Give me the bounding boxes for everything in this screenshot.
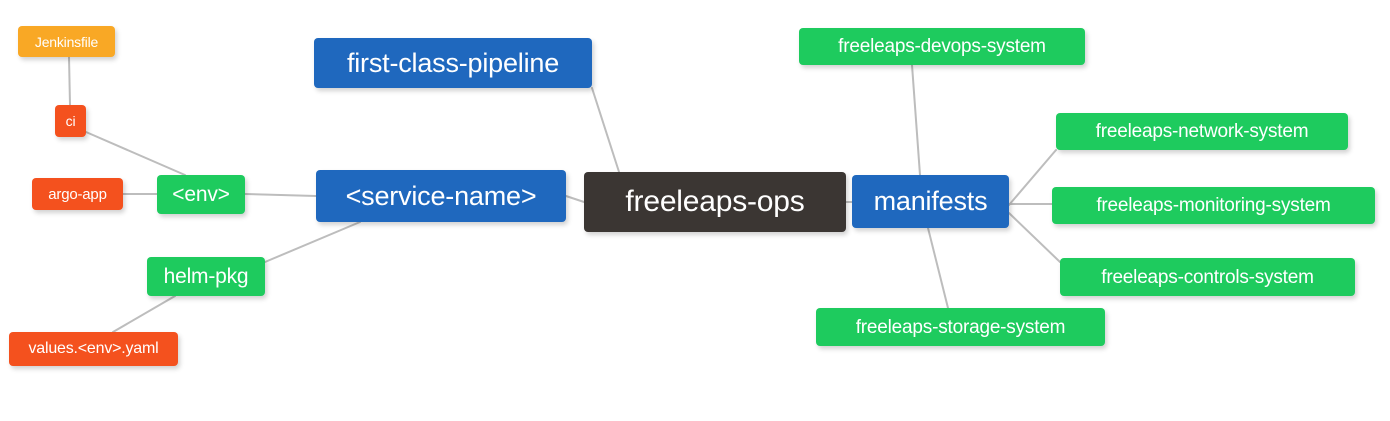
mindmap-node-freeleaps-monitoring-system[interactable]: freeleaps-monitoring-system (1052, 187, 1375, 224)
mindmap-node-freeleaps-devops-system[interactable]: freeleaps-devops-system (799, 28, 1085, 65)
edge-helm-pkg-to-values-env-yaml (112, 295, 176, 333)
mindmap-node-env[interactable]: <env> (157, 175, 245, 214)
mindmap-node-values-env-yaml[interactable]: values.<env>.yaml (9, 332, 178, 366)
mindmap-node-jenkinsfile[interactable]: Jenkinsfile (18, 26, 115, 57)
mindmap-node-service-name[interactable]: <service-name> (316, 170, 566, 222)
mindmap-node-argo-app[interactable]: argo-app (32, 178, 123, 210)
mindmap-node-freeleaps-storage-system[interactable]: freeleaps-storage-system (816, 308, 1105, 346)
node-label-jenkinsfile: Jenkinsfile (34, 33, 99, 50)
edge-freeleaps-ops-to-service-name (565, 195, 585, 203)
node-label-env: <env> (172, 183, 230, 206)
node-label-freeleaps-monitoring-system: freeleaps-monitoring-system (1096, 195, 1331, 216)
node-label-values-env-yaml: values.<env>.yaml (28, 340, 159, 357)
node-label-freeleaps-network-system: freeleaps-network-system (1095, 121, 1309, 142)
node-label-freeleaps-controls-system: freeleaps-controls-system (1101, 266, 1314, 288)
edge-service-name-to-env (244, 193, 317, 197)
edge-service-name-to-helm-pkg (264, 221, 361, 263)
mindmap-node-freeleaps-controls-system[interactable]: freeleaps-controls-system (1060, 258, 1355, 296)
edge-manifests-to-freeleaps-network-system (1008, 149, 1057, 206)
mindmap-node-helm-pkg[interactable]: helm-pkg (147, 257, 265, 296)
mindmap-node-first-class-pipeline[interactable]: first-class-pipeline (314, 38, 592, 88)
node-label-service-name: <service-name> (345, 180, 537, 211)
edge-freeleaps-ops-to-first-class-pipeline (591, 87, 621, 176)
edge-env-to-ci (85, 131, 186, 176)
node-label-argo-app: argo-app (48, 185, 107, 203)
node-label-helm-pkg: helm-pkg (163, 265, 249, 288)
mindmap-node-ci[interactable]: ci (55, 105, 86, 137)
edge-manifests-to-freeleaps-devops-system (911, 64, 921, 176)
mindmap-node-freeleaps-network-system[interactable]: freeleaps-network-system (1056, 113, 1348, 150)
node-label-first-class-pipeline: first-class-pipeline (346, 47, 560, 78)
edge-manifests-to-freeleaps-storage-system (927, 227, 949, 309)
node-label-manifests: manifests (873, 186, 988, 216)
node-label-freeleaps-storage-system: freeleaps-storage-system (855, 316, 1066, 338)
edge-ci-to-jenkinsfile (68, 56, 71, 106)
node-label-ci: ci (65, 113, 76, 129)
mindmap-node-freeleaps-ops[interactable]: freeleaps-ops (584, 172, 846, 232)
node-label-freeleaps-devops-system: freeleaps-devops-system (838, 36, 1046, 57)
mindmap-node-manifests[interactable]: manifests (852, 175, 1009, 228)
node-label-freeleaps-ops: freeleaps-ops (625, 185, 805, 218)
